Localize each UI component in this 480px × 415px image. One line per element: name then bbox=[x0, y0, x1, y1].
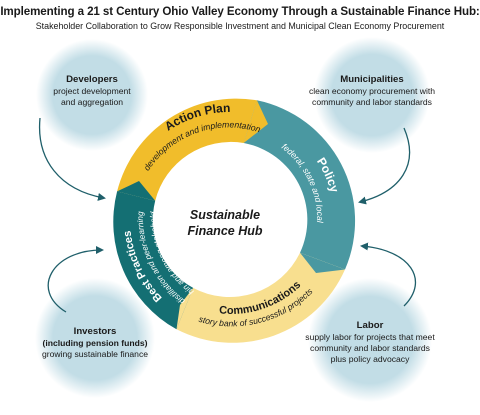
labor-line-2: community and labor standards bbox=[310, 343, 430, 353]
hub-label-line-1: Sustainable bbox=[189, 208, 261, 222]
action-plan-segment bbox=[117, 98, 257, 201]
hub-label: Sustainable Finance Hub bbox=[165, 207, 285, 239]
labor-heading: Labor bbox=[356, 320, 384, 331]
investors-blob bbox=[35, 278, 155, 398]
developers-arrow bbox=[38, 117, 106, 201]
developers-line-2: and aggregation bbox=[60, 97, 124, 107]
developers-node: Developers project development and aggre… bbox=[32, 74, 152, 108]
labor-line-3: plus policy advocacy bbox=[330, 354, 410, 364]
page-title: Implementing a 21 st Century Ohio Valley… bbox=[0, 5, 480, 18]
communications-segment bbox=[176, 252, 345, 343]
municipalities-heading: Municipalities bbox=[340, 74, 404, 85]
municipalities-line-2: community and labor standards bbox=[312, 97, 432, 107]
page-subtitle: Stakeholder Collaboration to Grow Respon… bbox=[35, 21, 445, 31]
investors-line-2: growing sustainable finance bbox=[41, 349, 149, 359]
municipalities-arrow bbox=[358, 127, 411, 205]
labor-arrow bbox=[360, 242, 417, 307]
labor-blob bbox=[308, 278, 432, 402]
investors-node: Investors (including pension funds) grow… bbox=[30, 326, 160, 360]
municipalities-node: Municipalities clean economy procurement… bbox=[292, 74, 452, 108]
municipalities-line-1: clean economy procurement with bbox=[308, 86, 436, 96]
investors-arrow bbox=[47, 246, 104, 313]
policy-segment bbox=[243, 100, 356, 270]
labor-line-1: supply labor for projects that meet bbox=[305, 332, 435, 342]
hub-label-line-2: Finance Hub bbox=[187, 224, 263, 238]
best-practices-arrow-tip bbox=[117, 181, 156, 201]
action-plan-arrow-tip bbox=[243, 100, 268, 143]
investors-line-1: (including pension funds) bbox=[42, 338, 148, 348]
developers-heading: Developers bbox=[66, 74, 118, 85]
best-practices-segment bbox=[113, 191, 194, 330]
developers-blob bbox=[36, 39, 148, 151]
developers-line-1: project development bbox=[53, 86, 131, 96]
investors-heading: Investors bbox=[73, 326, 117, 337]
labor-node: Labor supply labor for projects that mee… bbox=[282, 320, 458, 365]
municipalities-blob bbox=[314, 37, 430, 153]
communications-arrow-tip bbox=[176, 287, 194, 330]
policy-arrow-tip bbox=[300, 252, 345, 273]
